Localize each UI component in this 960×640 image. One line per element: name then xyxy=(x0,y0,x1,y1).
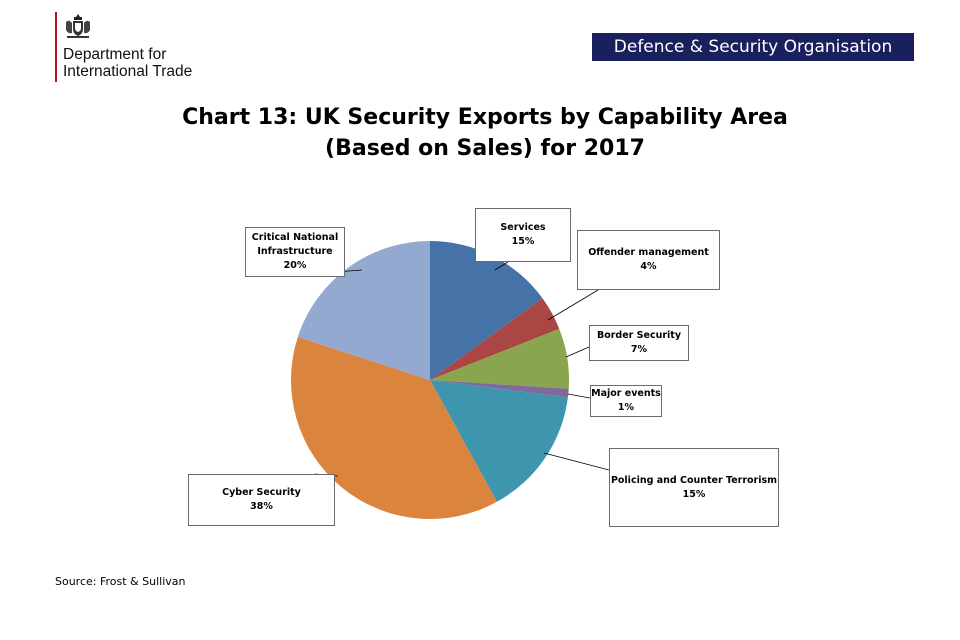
chart-subtitle: (Based on Sales) for 2017 xyxy=(325,136,645,161)
data-label-value: 15% xyxy=(682,488,706,500)
department-name-line1: Department for xyxy=(63,46,167,63)
data-label-category: Critical National Infrastructure xyxy=(251,232,339,257)
data-label: Policing and Counter Terrorism 15% xyxy=(609,448,779,527)
data-label-value: 7% xyxy=(630,344,648,355)
data-label: Offender management 4% xyxy=(577,230,720,290)
data-label: Major events 1% xyxy=(590,385,662,417)
pie-slice-critical-national-infrastructure xyxy=(297,241,430,380)
leader-line xyxy=(543,452,610,471)
pie-slice-major-events xyxy=(430,380,569,398)
pie-slice-offender-management xyxy=(430,298,560,380)
department-name-line2: International Trade xyxy=(63,63,193,80)
data-label-category: Border Security xyxy=(596,330,682,341)
data-label-category: Offender management xyxy=(588,247,709,258)
data-label: Services 15% xyxy=(475,208,571,262)
data-label-value: 15% xyxy=(511,236,535,247)
pie-slice-border-security xyxy=(430,328,570,389)
data-label: Critical National Infrastructure 20% xyxy=(245,227,345,277)
data-label: Cyber Security 38% xyxy=(188,474,335,526)
data-label: Border Security 7% xyxy=(589,325,689,361)
leader-line xyxy=(565,346,590,358)
leader-line xyxy=(567,393,591,399)
data-label-category: Services xyxy=(500,222,546,233)
pie-slices xyxy=(290,241,570,520)
chart-title-block: Chart 13: UK Security Exports by Capabil… xyxy=(0,102,960,164)
data-label-category: Cyber Security xyxy=(222,487,301,498)
leader-line xyxy=(494,261,509,271)
pie-slice-policing-and-counter-terrorism xyxy=(430,380,568,502)
royal-crest-icon xyxy=(66,14,90,38)
source-note: Source: Frost & Sullivan xyxy=(55,575,186,588)
data-label-category: Policing and Counter Terrorism xyxy=(610,474,778,486)
data-label-value: 1% xyxy=(617,402,635,413)
data-label-value: 38% xyxy=(250,501,273,512)
chart-title: Chart 13: UK Security Exports by Capabil… xyxy=(182,105,788,130)
data-label-value: 20% xyxy=(283,260,307,271)
dit-logo: Department for International Trade xyxy=(55,12,255,82)
pie-slice-cyber-security xyxy=(290,337,497,520)
dso-badge: Defence & Security Organisation xyxy=(592,33,914,61)
pie-slice-services xyxy=(430,241,543,380)
department-name: Department for International Trade xyxy=(63,46,192,80)
data-label-category: Major events xyxy=(591,388,661,399)
leader-line xyxy=(547,289,599,321)
data-label-value: 4% xyxy=(640,261,657,272)
logo-red-rule xyxy=(55,12,57,82)
